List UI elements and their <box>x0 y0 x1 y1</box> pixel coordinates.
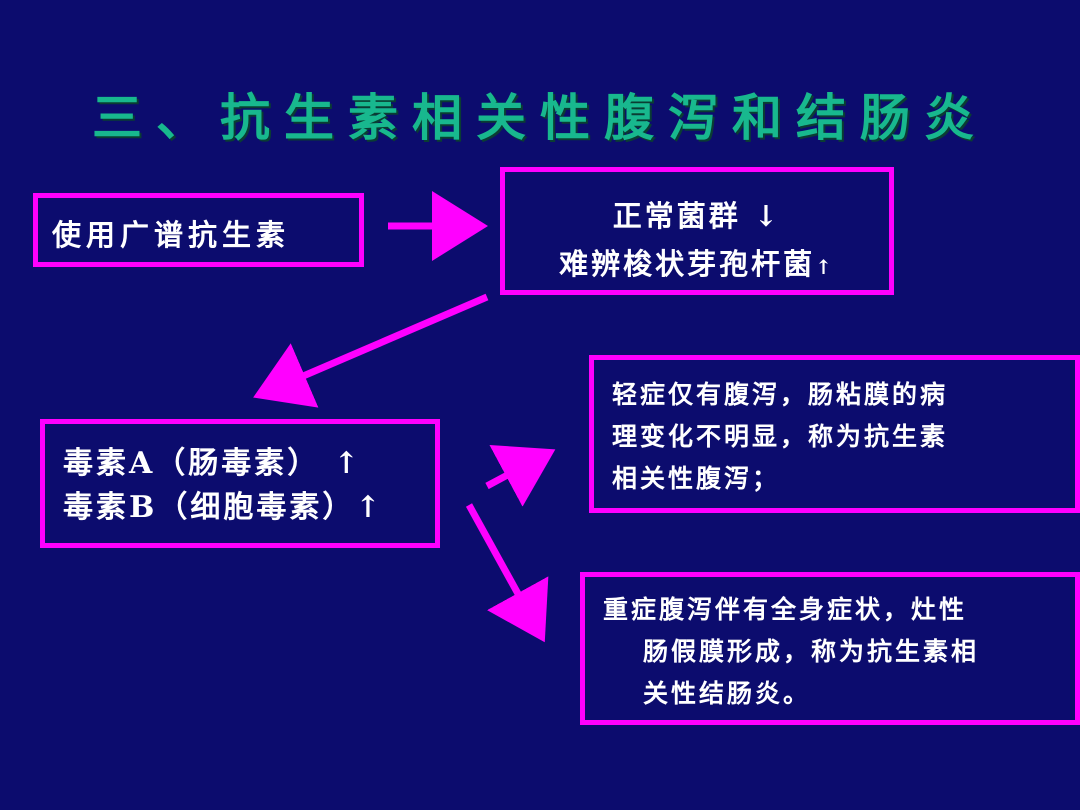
arrow-up-icon: ↑ <box>333 446 362 481</box>
arrow-up-icon: ↑ <box>815 255 835 279</box>
normal-flora-text: 正常菌群 <box>612 199 741 233</box>
arrow-flora-to-toxin <box>253 293 489 408</box>
toxin-b-line: 毒素B（细胞毒素）↑ <box>63 486 435 530</box>
severe-line-3: 关性结肠炎。 <box>643 679 812 708</box>
mild-line-3: 相关性腹泻； <box>612 464 781 493</box>
box-flora-change: 正常菌群 ↓ 难辨梭状芽孢杆菌↑ <box>500 167 894 295</box>
severe-line-1: 重症腹泻伴有全身症状，灶性 <box>603 595 968 624</box>
arrow-down-icon: ↓ <box>753 199 782 233</box>
severe-line-2: 肠假膜形成，称为抗生素相 <box>643 637 980 666</box>
page-title: 三、抗生素相关性腹泻和结肠炎 <box>92 88 988 147</box>
toxin-b-text: 毒素B（细胞毒素） <box>63 490 356 525</box>
mild-line-2: 理变化不明显，称为抗生素 <box>612 422 949 451</box>
mild-line-1: 轻症仅有腹泻，肠粘膜的病 <box>612 380 949 409</box>
box-toxins: 毒素A（肠毒素） ↑ 毒素B（细胞毒素）↑ <box>40 419 440 548</box>
arrow-toxin-to-severe <box>465 503 549 643</box>
flora-line-2: 难辨梭状芽孢杆菌↑ <box>505 240 889 291</box>
flora-line-1: 正常菌群 ↓ <box>505 192 889 240</box>
toxin-a-text: 毒素A（肠毒素） <box>63 446 321 481</box>
box-broad-spectrum-antibiotics: 使用广谱抗生素 <box>33 193 364 267</box>
box-antibiotic-associated-colitis: 重症腹泻伴有全身症状，灶性 肠假膜形成，称为抗生素相 关性结肠炎。 <box>580 572 1080 725</box>
c-difficile-text: 难辨梭状芽孢杆菌 <box>559 247 816 281</box>
toxin-a-line: 毒素A（肠毒素） ↑ <box>63 442 435 486</box>
box-antibiotic-associated-diarrhea: 轻症仅有腹泻，肠粘膜的病 理变化不明显，称为抗生素 相关性腹泻； <box>589 355 1080 513</box>
box-use-text: 使用广谱抗生素 <box>52 218 291 252</box>
arrow-toxin-to-mild <box>485 444 556 507</box>
arrow-up-icon: ↑ <box>355 490 384 525</box>
